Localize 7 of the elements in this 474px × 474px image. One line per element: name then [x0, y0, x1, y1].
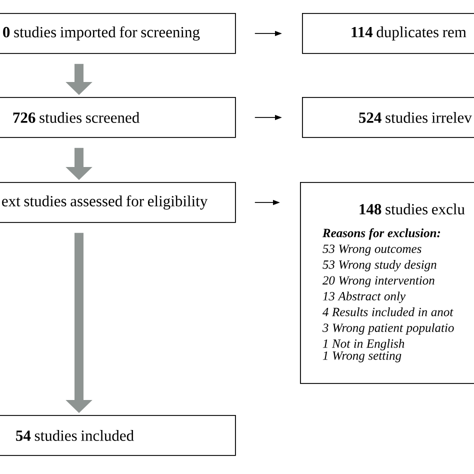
process-box: ext studies assessed for eligibility — [0, 182, 236, 223]
process-box: 0 studies imported for screening — [0, 13, 236, 54]
process-box: 54 studies included — [0, 415, 236, 456]
exclusion-box: 148 studies exclu Reasons for exclusion: 53 Wrong outcomes 53 Wrong study design 20 Wrong intervention 13 Abstract only 4 Results included in anot 3 Wrong patient populatio 1 Not in English 1 Wrong setting — [300, 182, 474, 384]
process-box: 114 duplicates rem — [302, 13, 474, 54]
process-box: 726 studies screened — [0, 97, 236, 138]
process-box: 524 studies irrelev — [302, 97, 474, 138]
